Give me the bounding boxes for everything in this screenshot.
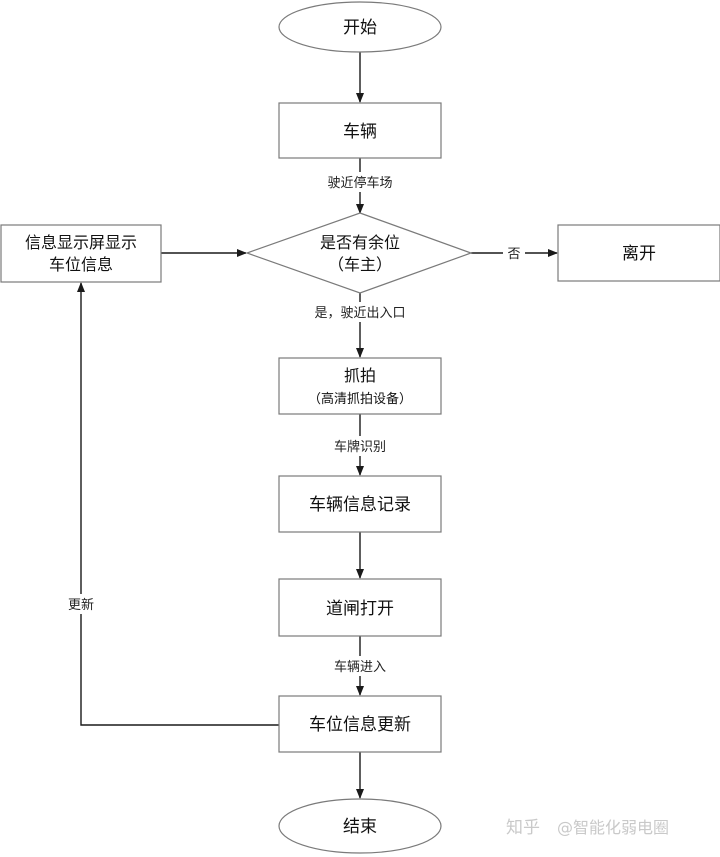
connectors xyxy=(77,52,558,799)
watermark-site: 知乎 xyxy=(506,818,540,838)
node-record-label: 车辆信息记录 xyxy=(309,495,411,515)
edge-labels: 驶近停车场 否 是，驶近出入口 车牌识别 车辆进入 更新 xyxy=(62,172,525,676)
edge-label-no: 否 xyxy=(507,247,520,262)
edge-label-yes-approach: 是，驶近出入口 xyxy=(314,306,405,321)
node-check-label-line1: 是否有余位 xyxy=(320,233,400,252)
node-update: 车位信息更新 xyxy=(278,695,442,753)
node-capture-label-line1: 抓拍 xyxy=(344,366,376,385)
edge-label-approach-lot: 驶近停车场 xyxy=(327,175,392,191)
edge-label-refresh: 更新 xyxy=(68,597,94,613)
node-end-label: 结束 xyxy=(343,817,377,837)
node-vehicle: 车辆 xyxy=(278,102,442,159)
edge-update-display xyxy=(77,282,279,726)
node-record: 车辆信息记录 xyxy=(278,475,442,533)
edge-label-plate-recognition: 车牌识别 xyxy=(334,439,386,455)
node-end: 结束 xyxy=(278,798,442,854)
node-start-label: 开始 xyxy=(343,18,377,38)
node-capture-label-line2: （高清抓拍设备） xyxy=(308,391,412,407)
node-check-space: 是否有余位 （车主） xyxy=(245,212,473,294)
node-display-label-line1: 信息显示屏显示 xyxy=(25,233,137,252)
node-display-screen: 信息显示屏显示 车位信息 xyxy=(0,224,162,283)
node-leave: 离开 xyxy=(557,224,720,282)
node-gate-open: 道闸打开 xyxy=(278,578,442,637)
node-gate-label: 道闸打开 xyxy=(326,599,394,619)
node-capture: 抓拍 （高清抓拍设备） xyxy=(278,357,442,415)
node-leave-label: 离开 xyxy=(622,244,656,264)
node-display-label-line2: 车位信息 xyxy=(49,255,113,274)
node-check-label-line2: （车主） xyxy=(328,255,392,274)
node-update-label: 车位信息更新 xyxy=(309,715,411,735)
watermark-author: @智能化弱电圈 xyxy=(557,818,669,837)
edge-label-vehicle-enter: 车辆进入 xyxy=(334,659,386,675)
watermark: 知乎 @智能化弱电圈 xyxy=(506,818,669,838)
node-vehicle-label: 车辆 xyxy=(343,122,377,142)
node-start: 开始 xyxy=(278,1,442,53)
